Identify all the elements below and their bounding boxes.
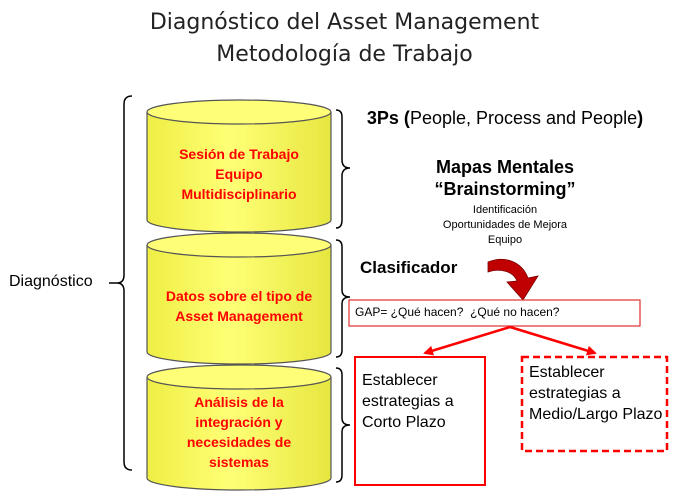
- brace-3: [335, 367, 351, 483]
- brace-2: [335, 239, 351, 358]
- outcome-box-long: [520, 355, 669, 453]
- cylinder-2: [146, 232, 332, 365]
- arrow-right: [509, 325, 597, 356]
- page-title: Diagnóstico del Asset Management: [149, 10, 540, 35]
- small-identificacion: Identificación: [472, 204, 538, 216]
- outcome-long-text: Establecer estrategias a Medio/Largo Pla…: [529, 364, 663, 423]
- cylinder-3-label: Análisis de la integración y necesidades…: [186, 394, 292, 470]
- gap-text: GAP= ¿Qué hacen? ¿Qué no hacen?: [355, 305, 560, 319]
- brainstorming: “Brainstorming”: [434, 179, 576, 199]
- three-ps-normal: People, Process and People: [409, 108, 638, 128]
- clasificador-label: Clasificador: [360, 258, 458, 277]
- curved-arrow: [487, 258, 539, 301]
- mapas-mentales: Mapas Mentales: [435, 157, 575, 177]
- cylinder-1-label: Sesión de Trabajo Equipo Multidisciplina…: [179, 146, 299, 202]
- cylinder-3: [146, 364, 332, 491]
- outcome-short-text: Establecer estrategias a Corto Plazo: [362, 372, 454, 431]
- cylinder-1: [146, 99, 332, 233]
- three-ps-text: 3Ps (People, Process and People): [360, 107, 650, 129]
- brace-1: [335, 109, 351, 229]
- outcome-box-short: [354, 356, 486, 486]
- three-ps-close: ): [637, 108, 644, 128]
- small-oportunidades: Oportunidades de Mejora: [442, 219, 568, 231]
- arrow-left: [423, 325, 511, 356]
- cylinder-2-label: Datos sobre el tipo de Asset Management: [165, 288, 313, 324]
- gap-box: [348, 299, 641, 327]
- small-equipo: Equipo: [487, 234, 523, 246]
- page-subtitle: Metodología de Trabajo: [216, 42, 473, 67]
- three-ps-bold: 3Ps (: [366, 108, 410, 128]
- diagnostico-brace: [116, 95, 133, 471]
- side-label-diagnostico: Diagnóstico: [9, 273, 93, 290]
